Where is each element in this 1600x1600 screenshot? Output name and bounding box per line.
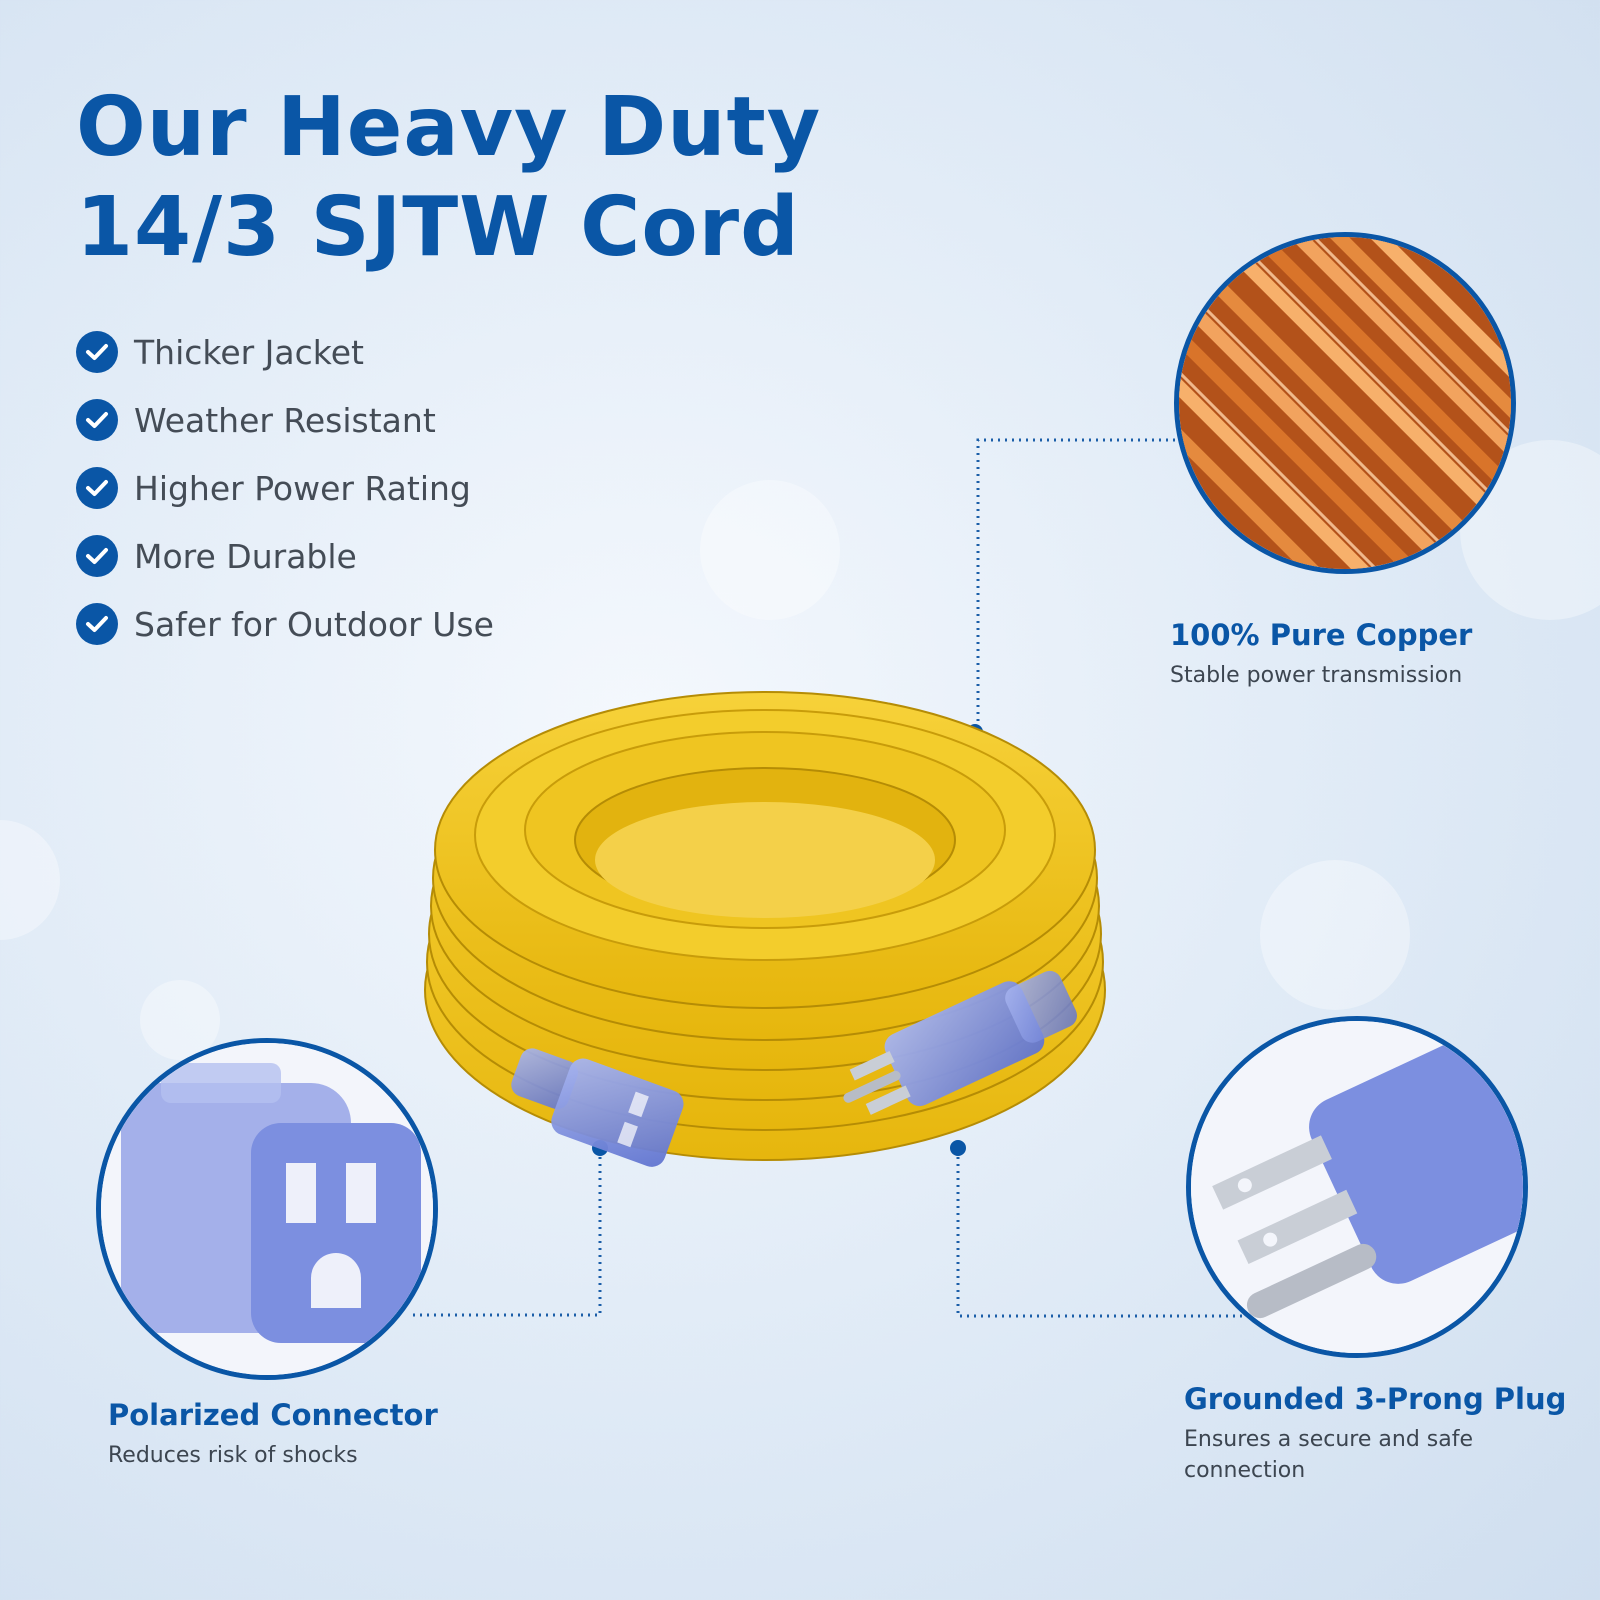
feature-label: Thicker Jacket bbox=[134, 332, 364, 372]
check-circle-icon bbox=[76, 331, 118, 373]
bokeh-light bbox=[0, 820, 60, 940]
copper-callout-title: 100% Pure Copper bbox=[1170, 618, 1473, 652]
list-item: Thicker Jacket bbox=[76, 318, 494, 386]
list-item: Higher Power Rating bbox=[76, 454, 494, 522]
check-circle-icon bbox=[76, 467, 118, 509]
title-line-1: Our Heavy Duty bbox=[76, 80, 822, 175]
plug-subtitle-line-1: Ensures a secure and safe bbox=[1184, 1427, 1474, 1452]
feature-label: Safer for Outdoor Use bbox=[134, 604, 494, 644]
plug-callout-subtitle: Ensures a secure and safe connection bbox=[1184, 1424, 1473, 1486]
feature-list: Thicker Jacket Weather Resistant Higher … bbox=[76, 318, 494, 658]
extension-cord-coil bbox=[424, 691, 1106, 1167]
list-item: Safer for Outdoor Use bbox=[76, 590, 494, 658]
feature-label: Weather Resistant bbox=[134, 400, 436, 440]
grounded-plug-closeup bbox=[1186, 1016, 1528, 1358]
title-line-2: 14/3 SJTW Cord bbox=[76, 180, 800, 275]
bokeh-light bbox=[700, 480, 840, 620]
plug-subtitle-line-2: connection bbox=[1184, 1458, 1306, 1483]
check-circle-icon bbox=[76, 535, 118, 577]
page-title: Our Heavy Duty 14/3 SJTW Cord bbox=[76, 78, 821, 278]
plug-callout-title: Grounded 3-Prong Plug bbox=[1184, 1382, 1567, 1416]
connector-callout-subtitle: Reduces risk of shocks bbox=[108, 1443, 358, 1468]
list-item: More Durable bbox=[76, 522, 494, 590]
feature-label: Higher Power Rating bbox=[134, 468, 471, 508]
bokeh-light bbox=[1260, 860, 1410, 1010]
bokeh-light bbox=[140, 980, 220, 1060]
copper-wire-closeup bbox=[1174, 232, 1516, 574]
copper-callout-subtitle: Stable power transmission bbox=[1170, 663, 1463, 688]
list-item: Weather Resistant bbox=[76, 386, 494, 454]
polarized-connector-closeup bbox=[96, 1038, 438, 1380]
feature-label: More Durable bbox=[134, 536, 357, 576]
check-circle-icon bbox=[76, 603, 118, 645]
check-circle-icon bbox=[76, 399, 118, 441]
connector-callout-title: Polarized Connector bbox=[108, 1398, 438, 1432]
